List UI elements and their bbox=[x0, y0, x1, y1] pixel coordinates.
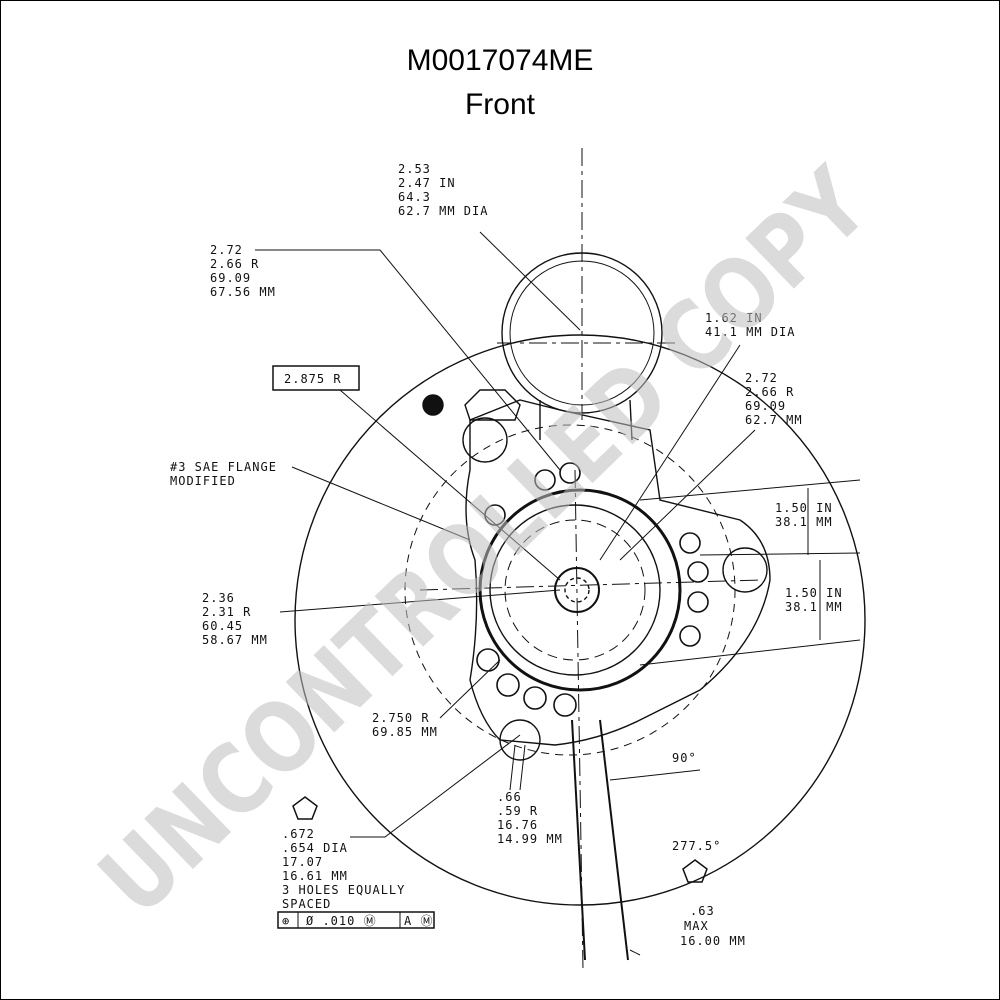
hole-dia-line2: .654 DIA bbox=[282, 841, 348, 855]
hole-radius-line4: 14.99 MM bbox=[497, 832, 563, 846]
hole-dia-line4: 16.61 MM bbox=[282, 869, 348, 883]
top-dia-line1: 2.53 bbox=[398, 162, 431, 176]
inner-radius-line4: 58.67 MM bbox=[202, 633, 268, 647]
boxed-radius: 2.875 R bbox=[284, 372, 342, 386]
solenoid-body bbox=[539, 399, 633, 441]
bolt-circle-line2: 69.85 MM bbox=[372, 725, 438, 739]
hole-dia-line5: 3 HOLES EQUALLY bbox=[282, 883, 405, 897]
hole-dia-line6: SPACED bbox=[282, 897, 331, 911]
left-radius-line4: 67.56 MM bbox=[210, 285, 276, 299]
pilot-outer-circle bbox=[478, 488, 682, 692]
flange-line1: #3 SAE FLANGE bbox=[170, 460, 277, 474]
housing-outline bbox=[465, 399, 771, 746]
mounting-hole-bottom bbox=[499, 719, 541, 761]
top-dia-line4: 62.7 MM DIA bbox=[398, 204, 488, 218]
tolerance-datum: A Ⓜ bbox=[404, 914, 433, 928]
left-radius-line2: 2.66 R bbox=[210, 257, 259, 271]
top-dia-line2: 2.47 IN bbox=[398, 176, 456, 190]
uncontrolled-copy-watermark: UNCONTROLLED COPY bbox=[78, 147, 890, 937]
right-radius-line3: 69.09 bbox=[745, 399, 786, 413]
pilot-dia-line1: 1.62 IN bbox=[705, 311, 763, 325]
left-radius-line3: 69.09 bbox=[210, 271, 251, 285]
max-dim-line2: MAX bbox=[684, 919, 709, 933]
offset-lower-line2: 38.1 MM bbox=[785, 600, 843, 614]
flange-outer-circle bbox=[294, 334, 866, 906]
datum-marker-right bbox=[682, 859, 708, 883]
hole-dia-line1: .672 bbox=[282, 827, 315, 841]
mounting-hole-right bbox=[722, 547, 768, 593]
drawing-subtitle: Front bbox=[464, 88, 536, 121]
mounting-hole-left bbox=[462, 417, 508, 463]
drawing-title: M0017074ME bbox=[406, 44, 594, 77]
hole-radius-line2: .59 R bbox=[497, 804, 538, 818]
max-dim-line3: 16.00 MM bbox=[680, 934, 746, 948]
tolerance-frame bbox=[277, 911, 435, 929]
pilot-dia-line2: 41.1 MM DIA bbox=[705, 325, 795, 339]
max-dim-line1: .63 bbox=[690, 904, 715, 918]
tolerance-value: Ø .010 Ⓜ bbox=[306, 914, 377, 928]
hole-radius-line3: 16.76 bbox=[497, 818, 538, 832]
right-radius-line2: 2.66 R bbox=[745, 385, 794, 399]
bolt-circle-line1: 2.750 R bbox=[372, 711, 430, 725]
offset-upper-line2: 38.1 MM bbox=[775, 515, 833, 529]
flange-line2: MODIFIED bbox=[170, 474, 236, 488]
left-radius-line1: 2.72 bbox=[210, 243, 243, 257]
hole-dia-line3: 17.07 bbox=[282, 855, 323, 869]
boxed-radius-frame bbox=[272, 365, 360, 391]
hole-radius-line1: .66 bbox=[497, 790, 522, 804]
tolerance-symbol: ⊕ bbox=[282, 914, 290, 928]
inner-radius-line1: 2.36 bbox=[202, 591, 235, 605]
offset-lower-line1: 1.50 IN bbox=[785, 586, 843, 600]
datum-marker-left bbox=[292, 796, 318, 820]
inner-radius-line2: 2.31 R bbox=[202, 605, 251, 619]
right-radius-line1: 2.72 bbox=[745, 371, 778, 385]
angle-90: 90° bbox=[672, 751, 697, 765]
top-dia-line3: 64.3 bbox=[398, 190, 431, 204]
pilot-inner-circle bbox=[489, 504, 661, 676]
right-radius-line4: 62.7 MM bbox=[745, 413, 803, 427]
angle-277: 277.5° bbox=[672, 839, 721, 853]
inner-radius-line3: 60.45 bbox=[202, 619, 243, 633]
offset-upper-line1: 1.50 IN bbox=[775, 501, 833, 515]
